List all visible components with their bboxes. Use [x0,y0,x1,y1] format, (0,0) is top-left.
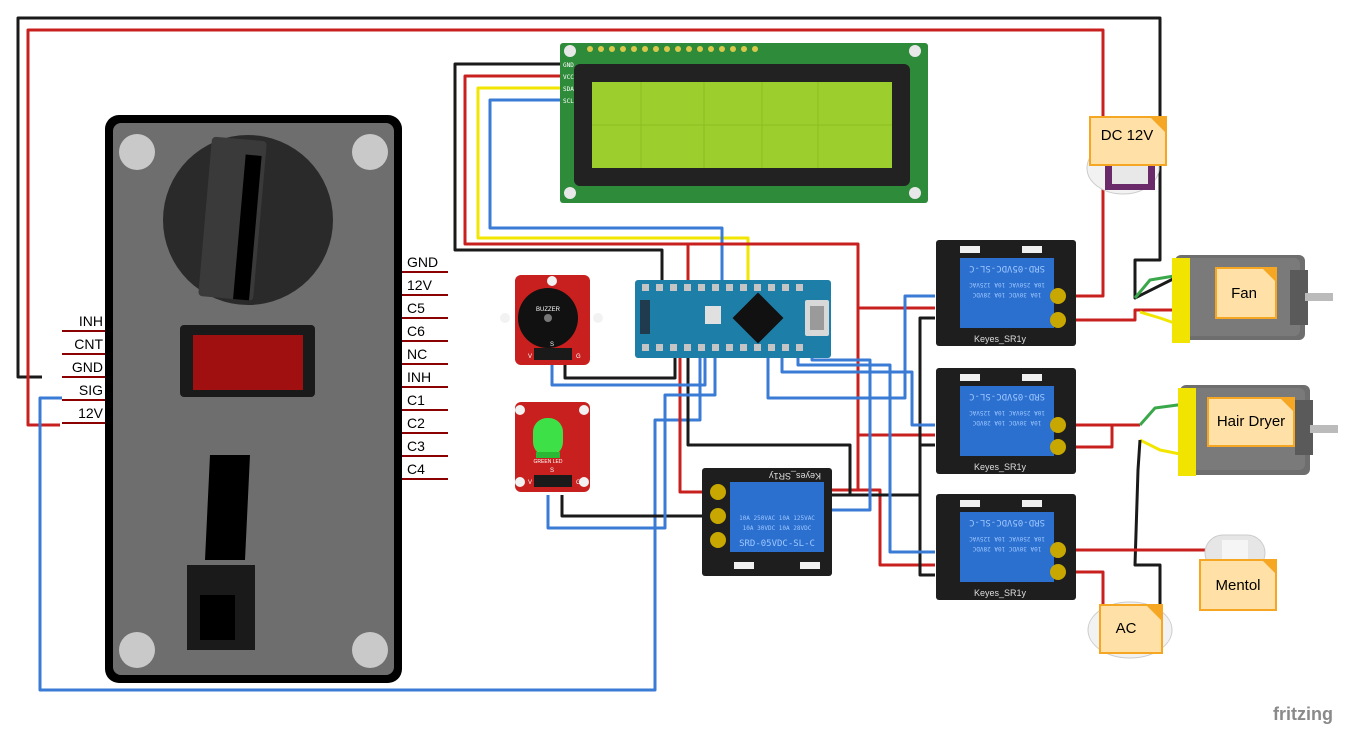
relay4-brand: Keyes_SR1y [768,471,821,481]
ac-label: AC [1116,620,1137,637]
wire-red-5v [686,242,935,310]
coin-pin-c1: C1 [407,392,425,408]
coin-pin-inh-left: INH [79,313,103,329]
coin-left-pins [62,330,105,424]
mentol-label: Mentol [1215,577,1260,594]
wire-fan-red [1068,308,1175,322]
relay-module-1: SRD-05VDC-SL-C 10A 250VAC 10A 125VAC 10A… [936,240,1076,346]
buzzer-pin-g: G [576,354,581,360]
coin-right-pins [402,271,448,480]
relay2-model: SRD-05VDC-SL-C [969,391,1045,401]
coin-acceptor: INH CNT GND SIG 12V GND 12V C5 C6 NC INH… [62,115,448,683]
relay1-model: SRD-05VDC-SL-C [969,263,1045,273]
coin-pin-gnd-left: GND [72,359,103,375]
wire-buzzer-gnd [563,350,677,380]
led-pin-g: G [576,480,581,486]
coin-pin-c3: C3 [407,438,425,454]
relay-module-4: Keyes_SR1y 10A 250VAC 10A 125VAC 10A 30V… [702,468,832,576]
coin-pin-cnt: CNT [74,336,103,352]
ac-source: AC [1087,601,1173,659]
wire-blue-sig-r1 [766,294,935,400]
dc-supply-label: DC 12V [1101,127,1154,144]
relay1-rating1: 10A 250VAC 10A 125VAC [969,281,1045,288]
wire-led-sig [546,350,717,530]
lcd-pin-sda: SDA [563,86,574,93]
led-pin-v: V [528,480,532,486]
relay3-rating2: 10A 30VDC 10A 28VDC [972,545,1041,552]
wire-dc-black [1133,160,1176,300]
wire-lcd-sda [476,86,750,280]
fan-motor: Fan [1172,255,1333,343]
relay-module-2: SRD-05VDC-SL-C 10A 250VAC 10A 125VAC 10A… [936,368,1076,474]
relay2-rating2: 10A 30VDC 10A 28VDC [972,419,1041,426]
relay4-rating1: 10A 250VAC 10A 125VAC [739,515,815,522]
dc-supply: DC 12V [1086,116,1167,195]
wire-led-gnd [560,495,722,518]
wire-blue-bottom [38,350,702,692]
led-label: GREEN LED [534,459,563,465]
lcd-display: GND VCC SDA SCL [560,43,928,203]
coin-pin-nc: NC [407,346,427,362]
relay1-rating2: 10A 30VDC 10A 28VDC [972,291,1041,298]
fritzing-watermark: fritzing [1273,704,1333,724]
coin-pin-inh-right: INH [407,369,431,385]
led-pin-s: S [550,468,554,474]
coin-pin-c5: C5 [407,300,425,316]
lcd-pin-vcc: VCC [563,74,574,81]
wire-blue-sig-r2 [780,350,935,427]
wire-ac-black [1133,439,1162,620]
hair-dryer-label: Hair Dryer [1217,413,1285,430]
wire-red-relay3 [856,435,935,567]
coin-pin-c4: C4 [407,461,425,477]
wire-blue-sig-r3 [796,350,935,554]
buzzer-module: BUZZER V S G [500,275,603,365]
buzzer-pin-s: S [550,342,554,348]
mentol-lamp: Mentol [1199,534,1277,611]
wire-hd-green [1138,402,1186,426]
coin-pin-c6: C6 [407,323,425,339]
relay4-rating2: 10A 30VDC 10A 28VDC [743,525,812,532]
relay4-model: SRD-05VDC-SL-C [739,539,815,549]
hair-dryer-motor: Hair Dryer [1178,385,1338,476]
lcd-pin-scl: SCL [563,98,574,105]
lcd-pin-gnd: GND [563,62,574,69]
coin-pin-12v-left: 12V [78,405,104,421]
relay3-brand: Keyes_SR1y [974,588,1027,598]
coin-pin-12v-right: 12V [407,277,433,293]
wire-black-top [16,16,1162,379]
buzzer-pin-v: V [528,354,532,360]
relay3-rating1: 10A 250VAC 10A 125VAC [969,535,1045,542]
coin-pin-sig: SIG [79,382,103,398]
wire-hd-yellow [1139,438,1186,457]
buzzer-label: BUZZER [536,307,561,313]
wires [16,16,1205,692]
coin-pin-c2: C2 [407,415,425,431]
relay1-brand: Keyes_SR1y [974,334,1027,344]
wire-black-gnd-r1 [850,316,935,497]
fan-label: Fan [1231,285,1257,302]
arduino-nano [635,280,831,358]
wire-hd-red2 [1068,425,1114,449]
wire-black-gnd-r3 [918,495,935,577]
wire-dc-red [1068,160,1105,298]
wire-lcd-gnd [453,62,664,280]
coin-pin-gnd-right: GND [407,254,438,270]
wire-black-gnd [686,350,852,497]
green-led-module: GREEN LED V S G [515,402,590,492]
relay3-model: SRD-05VDC-SL-C [969,517,1045,527]
wire-buzzer-sig [550,350,707,387]
wire-fan-green [1133,273,1181,299]
relay2-brand: Keyes_SR1y [974,462,1027,472]
relay2-rating1: 10A 250VAC 10A 125VAC [969,409,1045,416]
relay-module-3: SRD-05VDC-SL-C 10A 250VAC 10A 125VAC 10A… [936,494,1076,600]
